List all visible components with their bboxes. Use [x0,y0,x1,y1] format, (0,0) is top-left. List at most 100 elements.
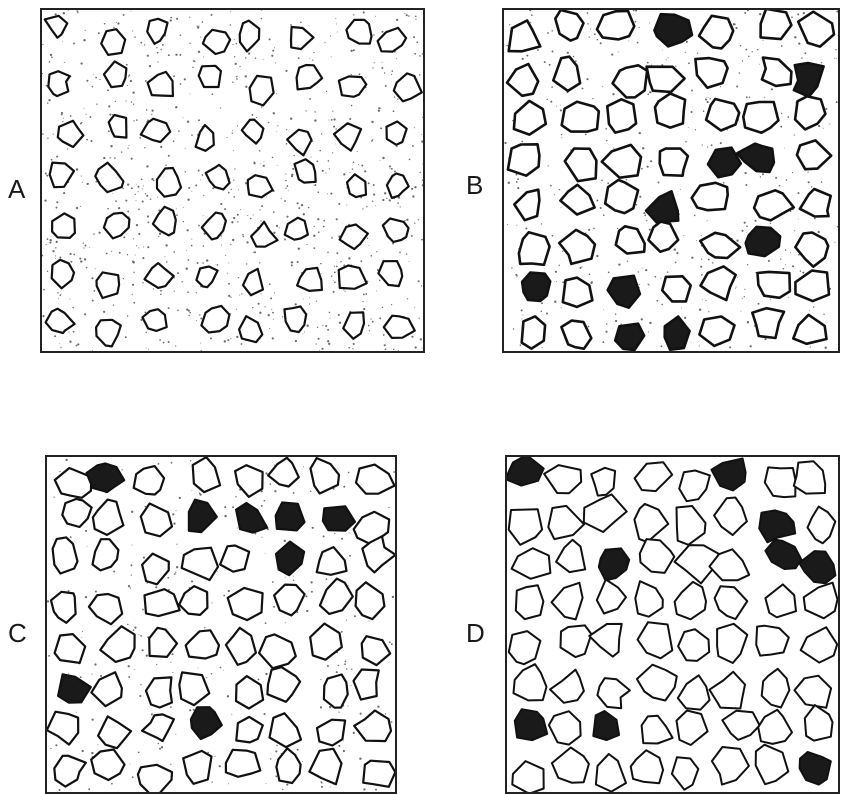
matrix-speckle [204,627,205,628]
matrix-speckle [792,172,793,173]
aggregate-particle [196,267,217,288]
matrix-speckle [160,49,162,51]
matrix-speckle [675,262,677,264]
matrix-speckle [250,218,252,220]
matrix-speckle [779,185,781,187]
matrix-speckle [313,226,314,227]
matrix-speckle [230,244,231,245]
matrix-speckle [103,157,105,159]
matrix-speckle [639,132,641,134]
matrix-speckle [361,260,363,262]
matrix-speckle [613,148,614,149]
matrix-speckle [794,36,796,38]
matrix-speckle [99,79,100,80]
matrix-speckle [660,278,661,279]
matrix-speckle [234,39,235,40]
matrix-speckle [175,345,176,346]
matrix-speckle [275,63,276,64]
matrix-speckle [596,200,598,202]
matrix-speckle [239,295,240,296]
aggregate-particle [762,58,792,86]
matrix-speckle [307,325,309,327]
matrix-speckle [131,511,133,513]
matrix-speckle [50,54,52,56]
matrix-speckle [127,624,128,625]
matrix-speckle [633,10,635,11]
matrix-speckle [521,141,523,143]
matrix-speckle [132,91,134,93]
matrix-speckle [183,221,184,222]
aggregate-particle [509,509,542,545]
aggregate-particle [236,676,263,708]
aggregate-particle [544,465,581,493]
matrix-speckle [285,174,286,175]
aggregate-particle [179,672,209,705]
matrix-speckle [781,45,783,47]
aggregate-particle [287,130,311,156]
matrix-speckle [161,746,163,748]
matrix-speckle [386,198,387,199]
matrix-speckle [176,18,178,20]
matrix-speckle [321,786,323,788]
matrix-speckle [412,195,414,197]
matrix-speckle [211,602,212,603]
aggregate-particle [672,757,698,789]
matrix-speckle [372,321,374,323]
aggregate-particle [311,458,340,493]
aggregate-particle [317,547,347,575]
matrix-speckle [178,130,180,132]
matrix-speckle [697,53,698,54]
matrix-speckle [801,57,803,59]
matrix-speckle [191,239,192,240]
matrix-speckle [546,99,547,100]
matrix-speckle [701,258,702,259]
matrix-speckle [121,151,122,152]
matrix-speckle [225,255,226,256]
matrix-speckle [338,745,340,747]
matrix-speckle [91,277,93,279]
aggregate-particle [795,676,832,708]
matrix-speckle [274,464,275,465]
matrix-speckle [232,81,233,82]
matrix-speckle [368,325,370,327]
aggregate-particle [756,745,789,785]
matrix-speckle [373,194,375,196]
matrix-speckle [422,53,423,54]
matrix-speckle [260,220,261,221]
matrix-speckle [227,695,229,697]
matrix-speckle [236,336,238,338]
matrix-speckle [291,261,293,263]
matrix-speckle [273,232,275,234]
matrix-speckle [131,545,132,546]
aggregate-particle [248,175,273,197]
matrix-speckle [191,191,192,192]
panel-c [45,455,397,794]
matrix-speckle [414,53,416,55]
aggregate-particle [794,461,825,493]
matrix-speckle [320,706,322,708]
matrix-speckle [269,283,271,285]
matrix-speckle [130,763,131,764]
matrix-speckle [369,245,370,246]
matrix-speckle [351,74,352,75]
matrix-speckle [737,277,738,278]
matrix-speckle [133,104,134,105]
matrix-speckle [52,250,54,252]
matrix-speckle [76,712,77,713]
matrix-speckle [377,705,379,707]
matrix-speckle [701,274,703,276]
matrix-speckle [742,298,743,299]
matrix-speckle [353,49,355,51]
matrix-speckle [582,88,584,90]
matrix-speckle [333,118,335,120]
aggregate-particle [356,582,385,619]
matrix-speckle [179,497,181,499]
matrix-speckle [297,202,299,204]
matrix-speckle [47,102,48,103]
matrix-speckle [191,245,193,247]
matrix-speckle [62,41,63,42]
matrix-speckle [339,322,341,324]
matrix-speckle [758,303,760,305]
matrix-speckle [708,311,709,312]
matrix-speckle [808,181,810,183]
